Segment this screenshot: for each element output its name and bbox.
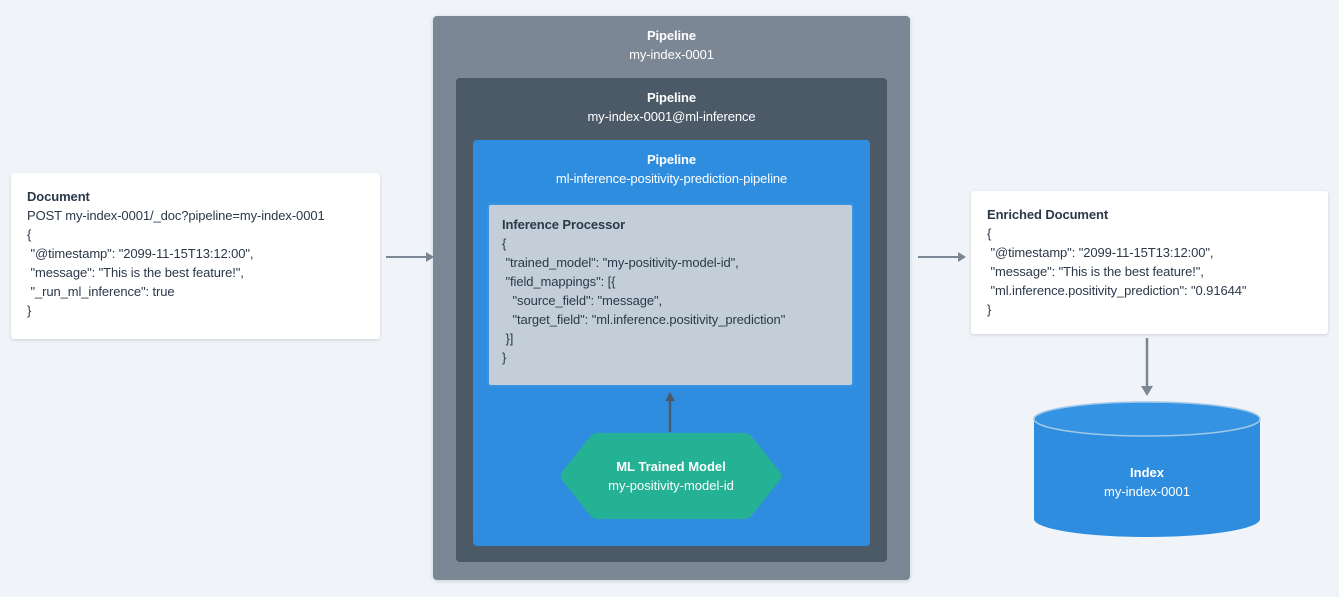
- ml-trained-model-node: ML Trained Model my-positivity-model-id: [558, 431, 784, 521]
- arrow-right-icon-document-to-pipeline: [386, 250, 434, 264]
- inference-processor-line: }: [502, 350, 507, 365]
- arrow-up-icon-model-to-processor: [663, 392, 677, 432]
- inference-processor-line: "target_field": "ml.inference.positivity…: [502, 312, 786, 327]
- enriched-document-line: "@timestamp": "2099-11-15T13:12:00",: [987, 245, 1214, 260]
- pipeline-inner-name: ml-inference-positivity-prediction-pipel…: [555, 171, 788, 186]
- pipeline-outer-label: Pipeline: [646, 28, 697, 43]
- document-line: "message": "This is the best feature!",: [27, 265, 244, 280]
- enriched-document-line: "ml.inference.positivity_prediction": "0…: [987, 283, 1247, 298]
- inference-processor-line: "field_mappings": [{: [502, 274, 616, 289]
- enriched-document-line: "message": "This is the best feature!",: [987, 264, 1204, 279]
- enriched-document-line: {: [987, 226, 992, 241]
- document-line: "@timestamp": "2099-11-15T13:12:00",: [27, 246, 254, 261]
- pipeline-inner-label: Pipeline: [646, 152, 697, 167]
- document-line: POST my-index-0001/_doc?pipeline=my-inde…: [27, 208, 325, 223]
- pipeline-middle-label: Pipeline: [646, 90, 697, 105]
- inference-processor-line: }]: [502, 331, 514, 346]
- arrow-right-icon-pipeline-to-enriched: [918, 250, 966, 264]
- pipeline-middle-header: Pipeline my-index-0001@ml-inference: [456, 78, 887, 126]
- pipeline-outer-header: Pipeline my-index-0001: [433, 16, 910, 64]
- document-card: Document POST my-index-0001/_doc?pipelin…: [11, 173, 380, 339]
- document-line: "_run_ml_inference": true: [27, 284, 175, 299]
- pipeline-inner-header: Pipeline ml-inference-positivity-predict…: [473, 140, 870, 188]
- document-title: Document: [27, 189, 90, 204]
- arrow-down-icon-enriched-to-index: [1140, 338, 1154, 396]
- inference-processor-line: "source_field": "message",: [502, 293, 663, 308]
- enriched-document-card: Enriched Document { "@timestamp": "2099-…: [971, 191, 1328, 334]
- inference-processor-card: Inference Processor { "trained_model": "…: [487, 203, 854, 387]
- pipeline-outer-name: my-index-0001: [629, 47, 714, 62]
- inference-processor-title: Inference Processor: [502, 217, 626, 232]
- document-line: {: [27, 227, 32, 242]
- enriched-document-line: }: [987, 302, 992, 317]
- inference-processor-line: "trained_model": "my-positivity-model-id…: [502, 255, 739, 270]
- inference-processor-line: {: [502, 236, 507, 251]
- index-node: Index my-index-0001: [1033, 401, 1261, 537]
- enriched-document-title: Enriched Document: [987, 207, 1109, 222]
- pipeline-middle-name: my-index-0001@ml-inference: [587, 109, 756, 124]
- document-line: }: [27, 303, 32, 318]
